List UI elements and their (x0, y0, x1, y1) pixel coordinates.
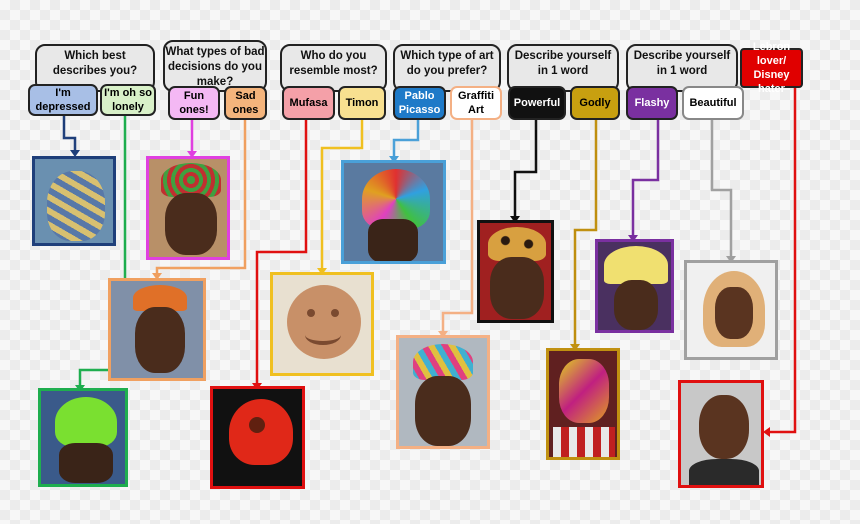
option-flashy[interactable]: Flashy (626, 86, 678, 120)
option-fun-label: Fun ones! (170, 89, 218, 117)
bald-man-photo (678, 380, 764, 488)
option-beautiful-label: Beautiful (689, 96, 736, 110)
option-picasso-label: Pablo Picasso (395, 89, 444, 117)
question-2-box: What types of bad decisions do you make? (163, 40, 267, 92)
option-depressed-label: I'm depressed (30, 86, 96, 114)
blonde-wig-photo (684, 260, 778, 360)
swirl-hair-photo (146, 156, 230, 260)
option-flashy-label: Flashy (635, 96, 670, 110)
option-graffiti-label: Graffiti Art (452, 89, 500, 117)
option-timon-label: Timon (346, 96, 379, 110)
option-picasso[interactable]: Pablo Picasso (393, 86, 446, 120)
question-1-text: Which best describes you? (37, 49, 153, 79)
blue-blonde-hair-photo (32, 156, 116, 246)
option-fun[interactable]: Fun ones! (168, 86, 220, 120)
option-powerful[interactable]: Powerful (508, 86, 566, 120)
question-2-text: What types of bad decisions do you make? (165, 45, 265, 90)
option-lonely[interactable]: I'm oh so lonely (100, 84, 156, 116)
multicolor-hair-photo (341, 160, 446, 264)
connector-powerful (515, 120, 536, 218)
yellow-spiky-hair-photo (595, 239, 674, 333)
leopard-hair-photo (477, 220, 554, 323)
question-3-text: Who do you resemble most? (282, 49, 385, 79)
connector-godly (575, 120, 596, 346)
option-mufasa[interactable]: Mufasa (282, 86, 335, 120)
option-timon[interactable]: Timon (338, 86, 386, 120)
option-godly[interactable]: Godly (570, 86, 620, 120)
option-lebron-label: Lebron lover/ Disney hater (742, 40, 801, 96)
connector-beautiful (712, 120, 731, 258)
question-6-box: Describe yourself in 1 word (626, 44, 738, 92)
question-4-text: Which type of art do you prefer? (395, 49, 499, 79)
question-5-text: Describe yourself in 1 word (509, 49, 617, 79)
graffiti-hair-photo (396, 335, 490, 449)
option-sad[interactable]: Sad ones (224, 86, 267, 120)
red-hair-photo (210, 386, 305, 489)
option-sad-label: Sad ones (226, 89, 265, 117)
option-beautiful[interactable]: Beautiful (682, 86, 744, 120)
option-lebron[interactable]: Lebron lover/ Disney hater (740, 48, 803, 88)
connector-depressed (64, 115, 75, 152)
smiley-hair-photo (270, 272, 374, 376)
green-hair-photo (38, 388, 128, 487)
question-6-text: Describe yourself in 1 word (628, 49, 736, 79)
orange-hair-photo (108, 278, 206, 381)
painted-face-photo (546, 348, 620, 460)
connector-flashy (633, 120, 658, 237)
option-mufasa-label: Mufasa (290, 96, 328, 110)
question-4-box: Which type of art do you prefer? (393, 44, 501, 92)
option-godly-label: Godly (579, 96, 610, 110)
option-graffiti[interactable]: Graffiti Art (450, 86, 502, 120)
question-3-box: Who do you resemble most? (280, 44, 387, 92)
option-depressed[interactable]: I'm depressed (28, 84, 98, 116)
option-lonely-label: I'm oh so lonely (102, 86, 154, 114)
connector-graffiti (443, 120, 472, 333)
connector-picasso (394, 120, 418, 158)
arrowhead (763, 427, 770, 437)
question-5-box: Describe yourself in 1 word (507, 44, 619, 92)
option-powerful-label: Powerful (514, 96, 560, 110)
